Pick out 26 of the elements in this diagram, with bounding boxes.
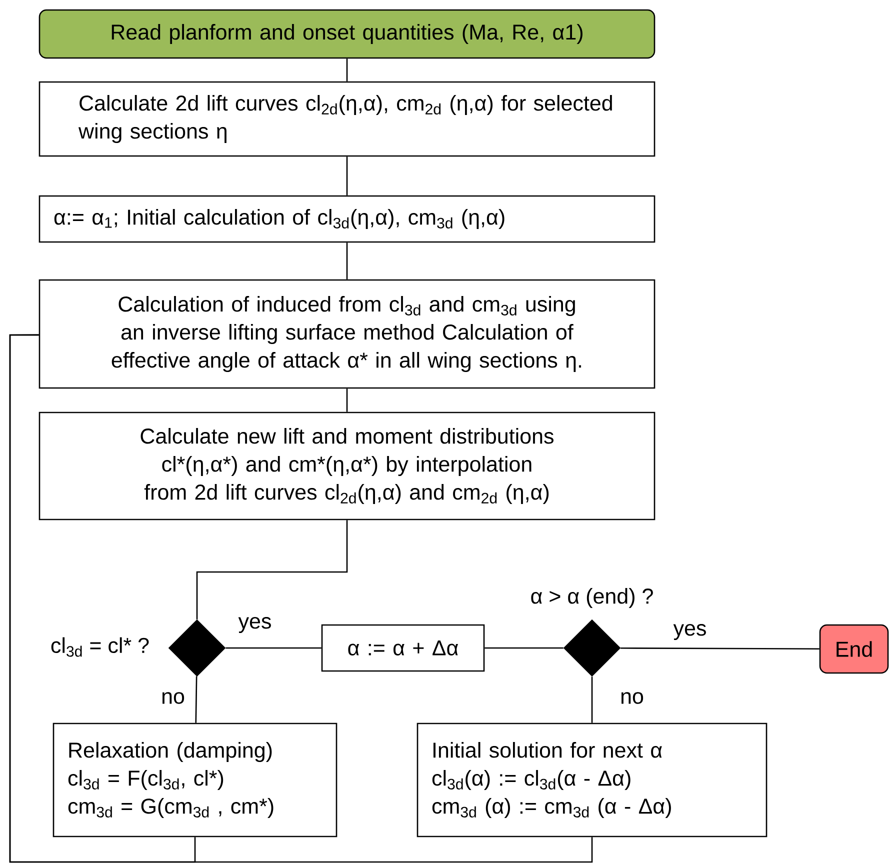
process-box: α:= α$_{1}$; Initial calculation of cl$_{3d}$(η,α), cm$_{3d}$ (η,α) — [38, 195, 656, 243]
end-box: End — [819, 624, 889, 674]
question-label: cl$_{3d}$ = cl* ? — [51, 637, 149, 657]
connector-line — [196, 520, 348, 620]
connector-line — [346, 242, 348, 280]
edge-label: yes — [237, 616, 273, 634]
connector-line — [195, 676, 198, 723]
process-box: Calculation of induced from cl$_{3d}$ and cm$_{3d}$ using an inverse lifting surface method Calculation of effective angle of attack α* in all wing sections η. — [38, 279, 656, 389]
process-box: α := α + Δα — [321, 624, 485, 672]
connector-line — [346, 388, 348, 412]
connector-line — [9, 334, 593, 863]
connector-line — [484, 647, 564, 649]
process-box: Calculate new lift and moment distributions cl*(η,α*) and cm*(η,α*) by interpolation from 2d lift curves cl$_{2d}$(η,α) and cm$_{2d}$ (η,α) — [38, 412, 656, 520]
process-box: Relaxation (damping) cl$_{3d}$ = F(cl$_{3d}$, cl*) cm$_{3d}$ = G(cm$_{3d}$ , cm*) — [52, 722, 338, 838]
question-label: α > α (end) ? — [531, 588, 653, 608]
connector-line — [346, 156, 348, 196]
connector-line — [346, 58, 348, 82]
connector-line — [620, 647, 820, 650]
connector-line — [591, 676, 593, 723]
start-box: Read planform and onset quantities (Ma, Re, α1) — [38, 9, 656, 59]
edge-label: no — [160, 691, 186, 705]
process-box: Calculate 2d lift curves cl$_{2d}$(η,α), cm$_{2d}$ (η,α) for selected wing sections η — [38, 81, 656, 157]
edge-label: yes — [672, 623, 708, 642]
edge-label: no — [619, 691, 645, 705]
process-box: Initial solution for next α cl$_{3d}$(α) := cl$_{3d}$(α - Δα) cm$_{3d}$ (α) := cm$_{3d}$ (α - Δα) — [416, 722, 768, 838]
connector-line — [226, 647, 322, 649]
